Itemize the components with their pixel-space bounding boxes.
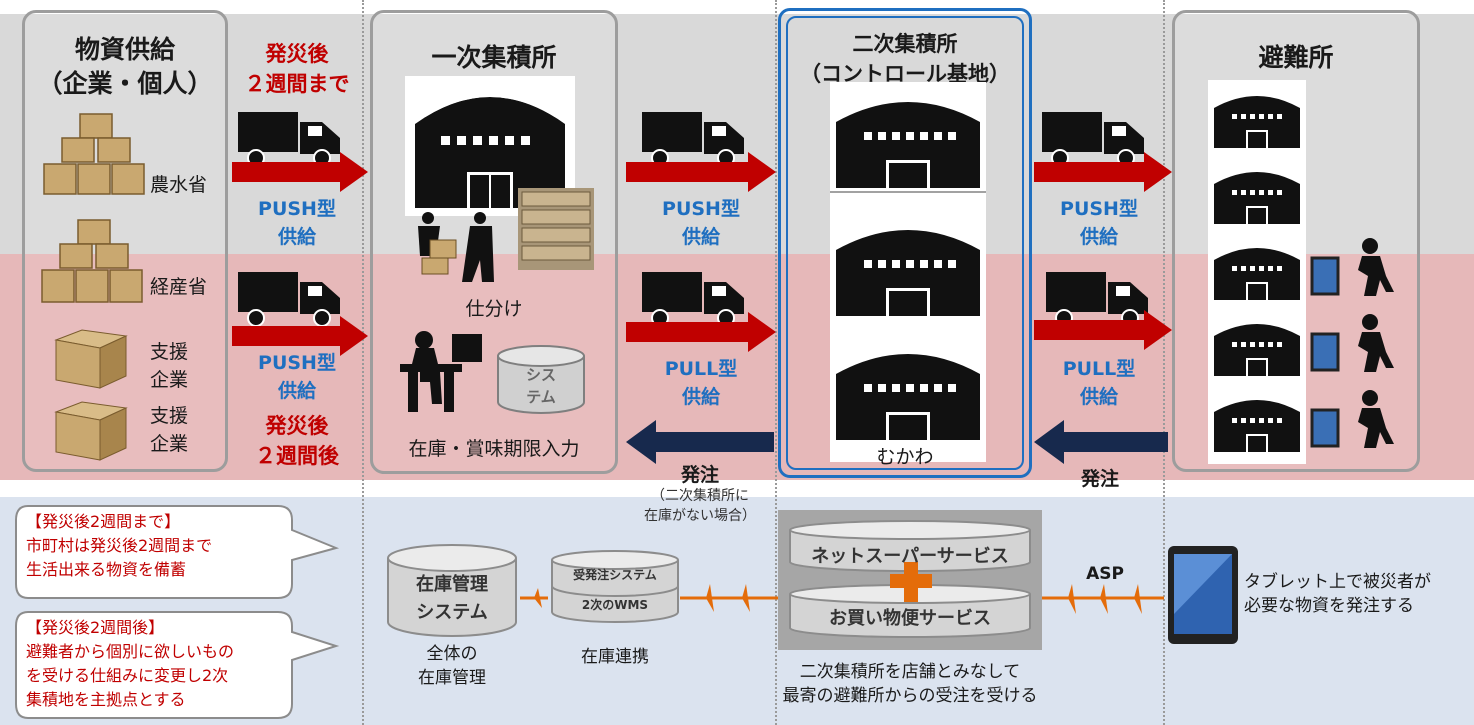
- primary-title: 一次集積所: [431, 43, 557, 72]
- evacuee-tablet-icons: [1310, 238, 1394, 448]
- desk-worker-icon: [400, 331, 482, 412]
- callout-text-1: 【発災後2週間まで】 市町村は発災後2週間まで 生活出来る物資を備蓄: [26, 512, 213, 579]
- store-caption: 二次集積所を店舗とみなして 最寄の避難所からの受注を受ける: [782, 662, 1038, 706]
- secondary-title: 二次集積所: [852, 32, 958, 56]
- push-label-1: PUSH型: [258, 198, 336, 220]
- warehouse-frame: [405, 76, 575, 216]
- truck-icon: [642, 272, 744, 327]
- push-sub-3: 供給: [681, 226, 720, 248]
- supply-item-label: 農水省: [150, 170, 207, 197]
- callout-bubble-1: [15, 505, 340, 599]
- push-sub-4: 供給: [1079, 226, 1118, 248]
- truck-icon: [642, 112, 744, 167]
- shelter-building-icons: [1214, 96, 1300, 452]
- inventory-system-line1: 在庫管理: [416, 574, 488, 595]
- asp-label: ASP: [1086, 564, 1124, 584]
- link-line-right: [1042, 584, 1164, 614]
- link-caption: 在庫連携: [581, 647, 649, 667]
- inventory-entry-label: 在庫・賞味期限入力: [408, 438, 580, 460]
- box-icon: [54, 401, 128, 461]
- boxes-pile-icon: [41, 219, 143, 303]
- pull-sub-2: 供給: [1079, 386, 1118, 408]
- warehouse-icon: [415, 95, 565, 208]
- inventory-system-line2: システム: [416, 602, 488, 623]
- callout-text-2: 【発災後2週間後】 避難者から個別に欲しいもの を受ける仕組みに変更し2次 集積…: [26, 618, 235, 709]
- supply-item-company-2: 支援 企業: [150, 405, 189, 455]
- link-line-left: [520, 584, 778, 612]
- order-system-label: 受発注システム: [573, 568, 657, 582]
- truck-icon: [1046, 272, 1148, 327]
- wms-label: 2次のWMS: [581, 598, 649, 612]
- tablet-caption: タブレット上で被災者が 必要な物資を発注する: [1244, 572, 1431, 616]
- phase-before-2: ２週間まで: [244, 72, 350, 96]
- shelter-title: 避難所: [1258, 43, 1334, 72]
- callout-bubble-2: [15, 611, 340, 719]
- separator-1: [362, 0, 364, 725]
- inventory-caption: 全体の 在庫管理: [418, 644, 486, 688]
- push-label-2: PUSH型: [258, 352, 336, 374]
- push-arrow-icon: [232, 152, 368, 192]
- sorting-label: 仕分け: [465, 298, 523, 320]
- workers-icon: [418, 212, 494, 282]
- push-label-4: PUSH型: [1060, 198, 1138, 220]
- separator-3: [1163, 0, 1165, 725]
- phase-after-2: ２週間後: [255, 444, 339, 468]
- push-arrow-icon: [232, 316, 368, 356]
- push-arrow-icon: [626, 152, 776, 192]
- supply-item-keisan: 経産省: [150, 276, 208, 298]
- supply-item-company-1: 支援 企業: [150, 341, 189, 391]
- net-super-label: ネットスーパーサービス: [811, 546, 1009, 567]
- supply-title: 物資供給: [74, 35, 175, 64]
- location-label: むかわ: [876, 446, 934, 468]
- order-arrow-icon: [626, 420, 774, 464]
- order-arrow-icon: [1034, 420, 1168, 464]
- shelf-icon: [518, 188, 594, 270]
- system-label: シス テム: [525, 366, 556, 406]
- push-sub-1: 供給: [277, 226, 316, 248]
- tablet-icon: [1168, 546, 1238, 644]
- pull-label-2: PULL型: [1062, 358, 1136, 380]
- supply-subtitle: （企業・個人）: [37, 69, 213, 98]
- wms-stack-icon: [551, 550, 679, 623]
- order-note: （二次集積所に 在庫がない場合）: [644, 488, 756, 524]
- warehouse-stack-icon: [830, 102, 986, 440]
- secondary-panel: [786, 16, 1024, 470]
- pull-arrow-icon: [1034, 310, 1172, 350]
- inventory-database-icon: [387, 544, 517, 637]
- pull-sub-1: 供給: [681, 386, 720, 408]
- system-database-icon: [497, 345, 585, 414]
- service-cylinders-icon: [789, 520, 1031, 638]
- push-sub-2: 供給: [277, 380, 316, 402]
- pull-label-1: PULL型: [664, 358, 738, 380]
- push-label-3: PUSH型: [662, 198, 740, 220]
- secondary-warehouses: [830, 82, 986, 462]
- phase-before-1: 発災後: [265, 42, 329, 66]
- supply-item-nosui: 農水省: [150, 174, 208, 196]
- secondary-outer-border: [778, 8, 1032, 478]
- order-label-2: 発注: [1080, 468, 1119, 490]
- push-arrow-icon: [1034, 152, 1172, 192]
- boxes-pile-icon: [43, 113, 145, 195]
- box-icon: [54, 329, 128, 389]
- delivery-label: お買い物便サービス: [829, 608, 991, 629]
- pull-arrow-icon: [626, 312, 776, 352]
- truck-icon: [238, 272, 340, 327]
- order-label-1: 発注: [680, 464, 719, 486]
- supply-panel: [22, 10, 228, 472]
- separator-2: [775, 0, 777, 725]
- phase-after-1: 発災後: [265, 414, 329, 438]
- shelter-buildings: [1208, 80, 1306, 464]
